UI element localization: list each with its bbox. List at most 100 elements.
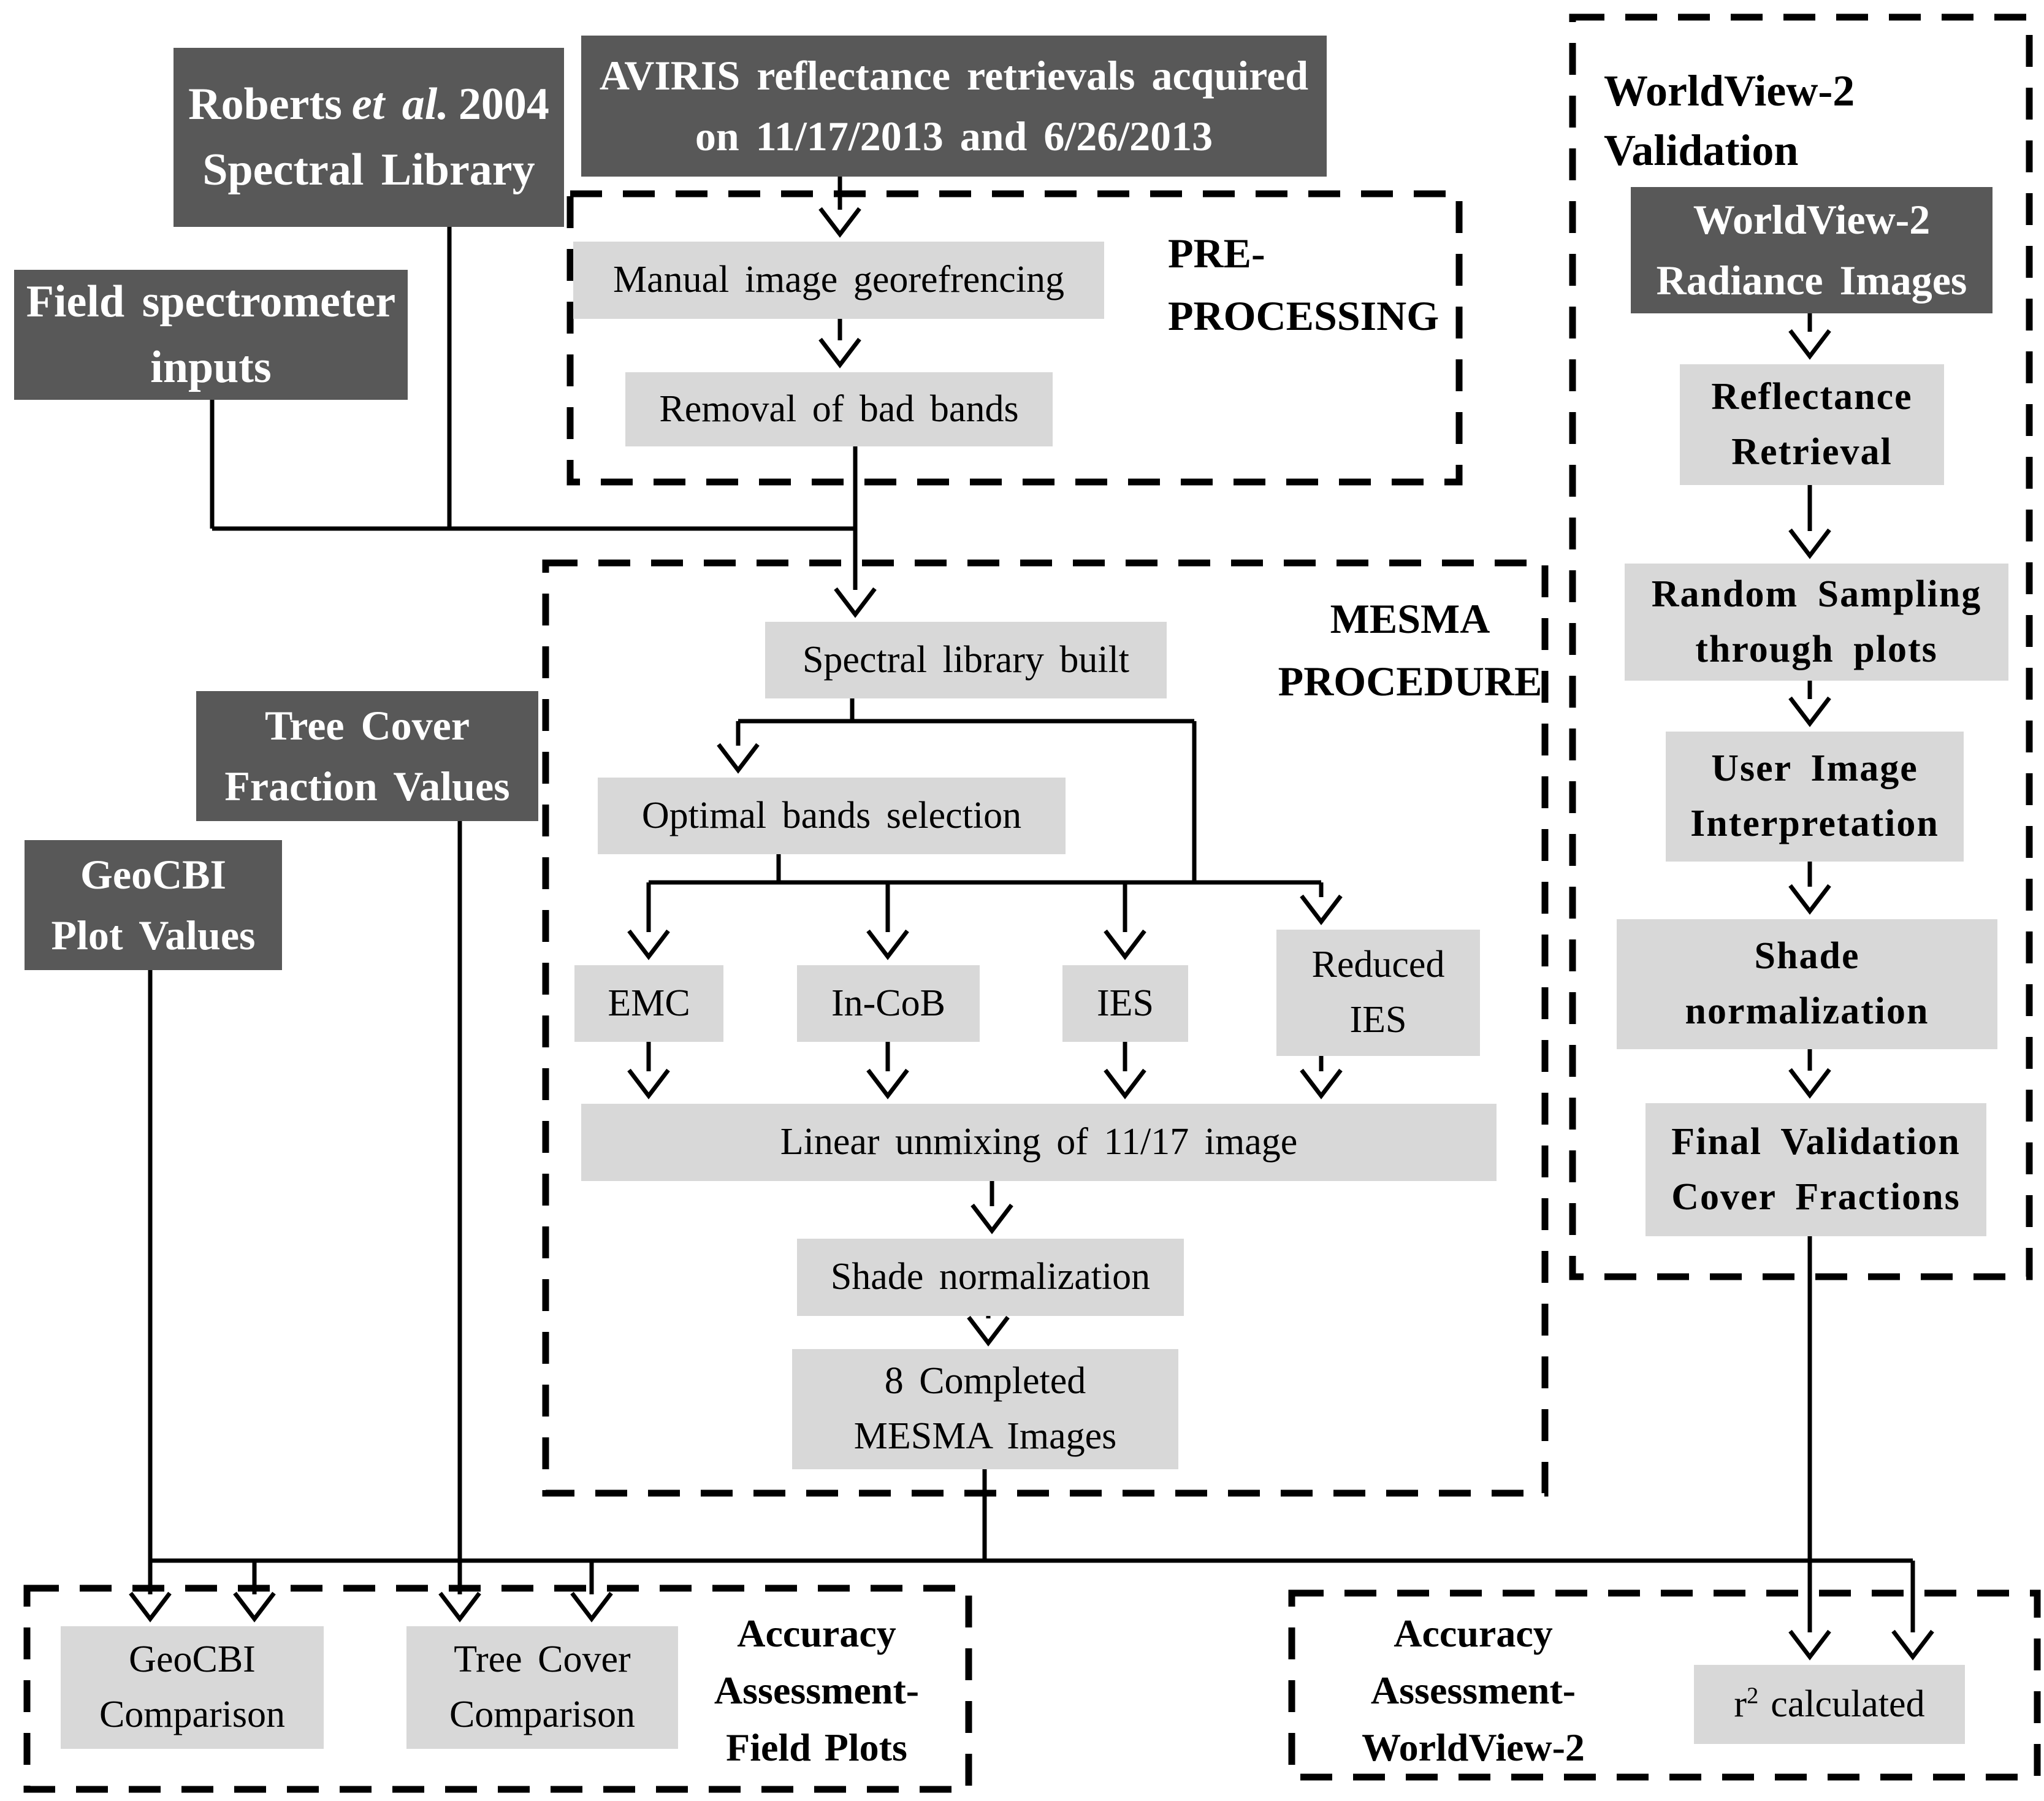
box-line: Final Validation — [1671, 1120, 1961, 1163]
optimal-bands-selection-box: Optimal bands selection — [598, 778, 1066, 854]
accuracy-worldview2-title: Accuracy Assessment- WorldView-2 — [1329, 1605, 1617, 1776]
title-line: PROCEDURE — [1278, 658, 1543, 705]
arrow-to-tree-comparison-2 — [570, 1561, 613, 1623]
mesma-shade-normalization-box: Shade normalization — [797, 1239, 1184, 1316]
box-line: Comparison — [449, 1694, 636, 1735]
title-line: Field Plots — [726, 1725, 907, 1769]
arrow-incob-to-linear — [866, 1042, 909, 1099]
box-line: AVIRIS reflectance retrievals acquired — [599, 52, 1309, 99]
arrow-reflectance-to-sampling — [1788, 485, 1831, 559]
box-line: Shade — [1754, 935, 1860, 977]
reflectance-retrieval-box: Reflectance Retrieval — [1680, 364, 1944, 485]
box-line: Radiance Images — [1656, 257, 1967, 304]
completed-mesma-images-box: 8 Completed MESMA Images — [792, 1349, 1178, 1469]
in-cob-box: In-CoB — [797, 965, 980, 1042]
arrow-main-to-spectral — [834, 446, 877, 618]
box-line: IES — [1349, 999, 1407, 1041]
box-line: Field spectrometer — [26, 276, 396, 327]
box-line: Fraction Values — [224, 763, 510, 809]
geocbi-comparison-box: GeoCBI Comparison — [61, 1626, 324, 1749]
reduced-ies-box: Reduced IES — [1276, 930, 1480, 1056]
box-line: Interpretation — [1690, 803, 1939, 844]
box-line: Reduced — [1311, 944, 1445, 986]
accuracy-field-title: Accuracy Assessment- Field Plots — [682, 1605, 951, 1776]
box-line: Comparison — [99, 1694, 286, 1735]
box-line: Retrieval — [1731, 430, 1893, 473]
mesma-procedure-title: MESMA PROCEDURE — [1275, 587, 1545, 713]
box-line: User Image — [1711, 748, 1918, 790]
box-line: GeoCBI — [80, 851, 226, 898]
box-line: on 11/17/2013 and 6/26/2013 — [695, 113, 1213, 159]
title-line: Assessment- — [1370, 1668, 1576, 1712]
title-line: WorldView-2 — [1604, 66, 1855, 115]
arrow-radiance-to-reflectance — [1788, 313, 1831, 360]
box-line: Cover Fractions — [1671, 1176, 1961, 1218]
box-line: WorldView-2 — [1693, 196, 1931, 243]
user-image-interpretation-box: User Image Interpretation — [1666, 732, 1964, 862]
arrow-horizontal-to-r2 — [1891, 1561, 1934, 1661]
arrow-linear-to-shade — [971, 1181, 1013, 1234]
arrow-to-optimal — [717, 721, 760, 774]
arrow-emc-to-linear — [627, 1042, 670, 1099]
arrow-to-emc — [627, 882, 670, 960]
accuracy-worldview2-dashed-frame — [1288, 1589, 2041, 1781]
wv2-shade-normalization-box: Shade normalization — [1617, 919, 1997, 1049]
arrow-to-tree-comparison-1 — [438, 1561, 481, 1623]
linear-unmixing-box: Linear unmixing of 11/17 image — [581, 1104, 1497, 1181]
title-line: WorldView-2 — [1362, 1725, 1585, 1769]
title-line: PRE- — [1168, 230, 1265, 277]
arrow-shade-to-completed — [967, 1315, 1010, 1347]
arrow-sampling-to-user — [1788, 681, 1831, 727]
spectral-library-built-box: Spectral library built — [765, 622, 1167, 698]
box-line: Tree Cover — [454, 1638, 631, 1681]
arrow-to-reduced-ies — [1300, 882, 1343, 925]
arrow-shade-to-final — [1788, 1049, 1831, 1099]
title-line: Accuracy — [737, 1612, 896, 1655]
random-sampling-box: Random Sampling through plots — [1625, 564, 2008, 681]
worldview2-radiance-images-box: WorldView-2 Radiance Images — [1631, 187, 1993, 313]
title-line: Accuracy — [1394, 1612, 1553, 1655]
box-line: Random Sampling — [1651, 573, 1982, 615]
ies-box: IES — [1062, 965, 1188, 1042]
geocbi-plot-values-box: GeoCBI Plot Values — [25, 840, 282, 970]
title-line: PROCESSING — [1168, 293, 1440, 339]
tree-cover-fraction-values-box: Tree Cover Fraction Values — [196, 691, 538, 821]
accuracy-field-dashed-frame — [23, 1585, 972, 1793]
arrow-reduced-to-linear — [1300, 1056, 1343, 1099]
box-line: Tree Cover — [264, 702, 470, 749]
removal-bad-bands-box: Removal of bad bands — [625, 372, 1053, 446]
final-validation-cover-fractions-box: Final Validation Cover Fractions — [1645, 1103, 1986, 1236]
box-line: Reflectance — [1711, 375, 1913, 418]
box-line: 8 Completed — [884, 1360, 1086, 1402]
title-line: Validation — [1604, 126, 1799, 175]
box-line: through plots — [1695, 628, 1938, 670]
box-line: normalization — [1685, 990, 1929, 1032]
arrow-to-geocbi-comparison-2 — [233, 1561, 276, 1623]
arrow-user-to-shade — [1788, 862, 1831, 915]
worldview2-validation-title: WorldView-2 Validation — [1604, 61, 1947, 180]
arrow-to-incob — [866, 882, 909, 960]
box-line: MESMA Images — [853, 1415, 1117, 1457]
emc-box: EMC — [574, 965, 723, 1042]
title-line: Assessment- — [714, 1668, 920, 1712]
tree-cover-comparison-box: Tree Cover Comparison — [406, 1626, 678, 1749]
arrow-to-geocbi-comparison-1 — [129, 1561, 172, 1623]
title-line: MESMA — [1330, 595, 1490, 642]
box-line: inputs — [150, 342, 272, 392]
box-line: GeoCBI — [129, 1638, 256, 1681]
arrow-final-validation-to-r2 — [1788, 1236, 1831, 1661]
arrow-ies-to-linear — [1104, 1042, 1146, 1099]
manual-georeferencing-box: Manual image georefrencing — [573, 242, 1104, 319]
mesma-procedure-dashed-frame — [542, 559, 1549, 1497]
arrow-manual-to-removal — [818, 319, 861, 369]
field-spectrometer-box: Field spectrometer inputs — [14, 270, 408, 400]
box-line: Plot Values — [51, 912, 256, 958]
aviris-retrievals-box: AVIRIS reflectance retrievals acquired o… — [581, 36, 1327, 177]
preprocessing-title: PRE- PROCESSING — [1168, 222, 1462, 347]
